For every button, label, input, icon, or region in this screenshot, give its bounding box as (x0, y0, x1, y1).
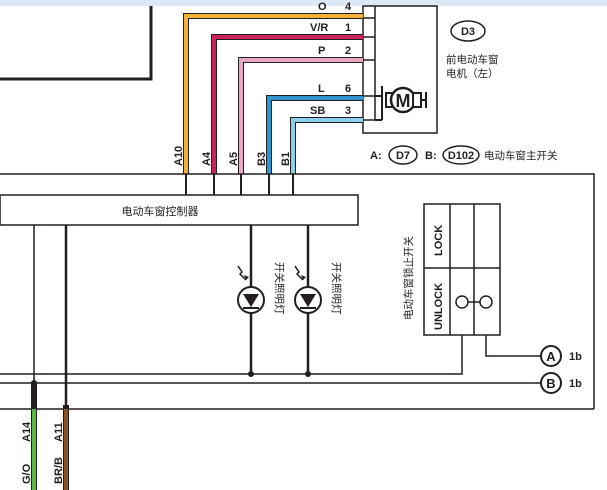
wire-ground-a (485, 335, 540, 357)
ground-b-ref: 1b (569, 378, 582, 390)
wire-sb (291, 118, 363, 174)
lock-switch-label: 电动车窗锁止开关 (402, 236, 415, 320)
wire-label-o: O (318, 1, 327, 13)
controller-label: 电动车窗控制器 (122, 204, 199, 218)
connector-description: 电动车窗主开关 (484, 149, 558, 162)
lamp-label-2: 开关照明灯 (330, 262, 343, 315)
module-pin-a5: A5 (228, 152, 240, 166)
wire-vr (212, 35, 363, 174)
motor-symbol: M (375, 86, 427, 121)
motor-id-oval (450, 20, 486, 42)
motor-pin-ticks (363, 17, 375, 97)
wire-label-sb: SB (310, 105, 325, 117)
pin-label-3: 3 (345, 105, 351, 117)
bottom-pin-a11: A11 (53, 422, 65, 442)
bottom-wire-go: G/O (21, 463, 33, 484)
switch-frame (0, 173, 595, 409)
ground-a-marker (540, 345, 562, 367)
connector-a-label: A: (370, 150, 382, 162)
module-pin-a4: A4 (201, 151, 213, 166)
upper-left-frame (0, 6, 153, 81)
bottom-wire-brb: BR/B (53, 457, 65, 484)
top-band (0, 0, 607, 6)
unlock-label: UNLOCK (433, 283, 445, 330)
module-pin-a10: A10 (173, 146, 185, 166)
pin-label-4: 4 (345, 1, 352, 13)
lock-label: LOCK (433, 225, 445, 256)
pin-label-6: 6 (345, 83, 351, 95)
wire-label-vr: V/R (310, 22, 328, 34)
wire-p (239, 58, 363, 174)
pin-label-1: 1 (345, 22, 351, 34)
wire-label-p: P (318, 45, 325, 57)
connector-a-id: D7 (396, 150, 410, 162)
motor-symbol-letter: M (396, 91, 411, 111)
motor-name-line2: 电机（左） (446, 67, 499, 80)
ground-a-letter: A (546, 349, 556, 364)
wire-sb-outline (290, 117, 363, 174)
connector-b-oval (442, 145, 480, 165)
wire-switch-to-ground-a-line (0, 335, 463, 375)
connector-b-label: B: (425, 150, 437, 162)
wire-o (184, 14, 363, 174)
bottom-pin-a14: A14 (21, 421, 33, 442)
ground-b-letter: B (546, 376, 555, 391)
motor-name-line1: 前电动车窗 (446, 53, 499, 66)
module-pin-b3: B3 (256, 152, 268, 166)
led-2 (294, 265, 322, 314)
motor-id: D3 (461, 26, 475, 38)
motor-frame (362, 5, 438, 134)
pin-label-2: 2 (345, 45, 351, 57)
lamp-label-1: 开关照明灯 (273, 262, 286, 315)
connector-a-oval (388, 145, 418, 165)
controller-box (0, 194, 359, 226)
module-wire-stubs (185, 174, 294, 195)
led-1 (237, 265, 265, 314)
module-pin-b1: B1 (280, 152, 292, 166)
connector-b-id: D102 (448, 150, 474, 162)
ground-a-ref: 1b (569, 351, 582, 363)
wire-label-l: L (318, 83, 325, 95)
ground-b-marker (540, 372, 562, 394)
wire-l (267, 96, 363, 174)
